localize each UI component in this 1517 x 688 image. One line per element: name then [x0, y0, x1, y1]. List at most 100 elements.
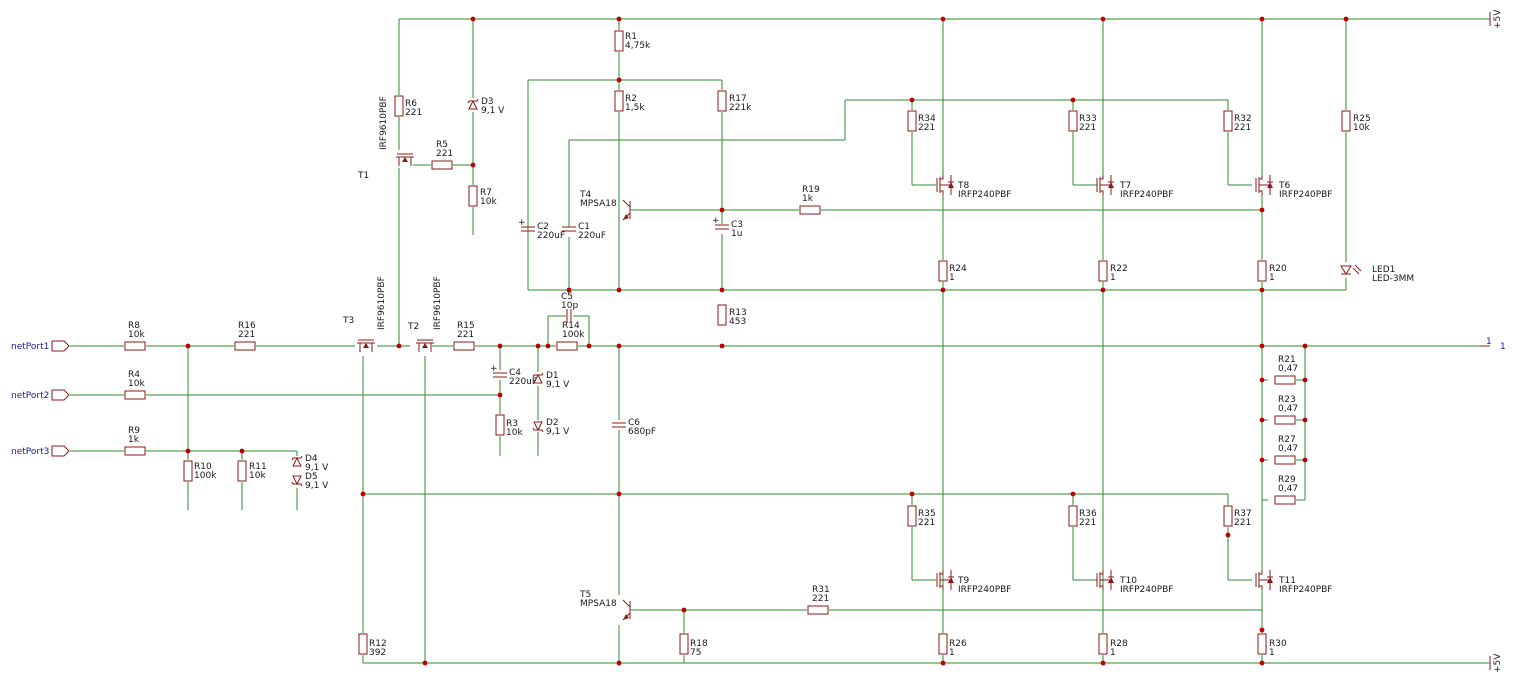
r21-name: R21 [1278, 355, 1296, 365]
resistor-r2 [614, 90, 624, 112]
r16-value: 221 [238, 330, 255, 340]
r11-name: R11 [249, 462, 267, 472]
r29-value: 0,47 [1278, 484, 1298, 494]
r23-value: 0,47 [1278, 404, 1298, 414]
junction-dot [1070, 491, 1076, 497]
junction-dot [396, 343, 402, 349]
r19-value: 1k [802, 194, 814, 204]
c2-name: C2 [537, 222, 549, 232]
r32-name: R32 [1234, 114, 1252, 124]
t8-value: IRFP240PBF [958, 190, 1011, 200]
junction-dot [1259, 287, 1265, 293]
junction-dot [1259, 207, 1265, 213]
d2-name: D2 [546, 418, 559, 428]
port-label-p3: netPort3 [11, 447, 49, 457]
junction-dot [616, 16, 622, 22]
mosfet-t7 [1096, 175, 1114, 195]
junction-dot [1100, 287, 1106, 293]
r12-value: 392 [369, 648, 386, 658]
junction-dot [566, 287, 572, 293]
t8-name: T8 [957, 181, 969, 191]
junction-dot [616, 287, 622, 293]
supply-label-bottom: +5V [1493, 653, 1503, 673]
resistor-r18 [679, 633, 689, 655]
junction-dot [940, 660, 946, 666]
port-label-p2: netPort2 [11, 391, 49, 401]
junction-dot [545, 343, 551, 349]
r29-name: R29 [1278, 475, 1296, 485]
junction-dot [1259, 417, 1265, 423]
junction-dot [909, 491, 915, 497]
d5-name: D5 [305, 472, 318, 482]
r28-value: 1 [1110, 648, 1116, 658]
r2-name: R2 [625, 94, 637, 104]
r27-name: R27 [1278, 435, 1296, 445]
resistor-r12 [358, 633, 368, 655]
t9-value: IRFP240PBF [958, 585, 1011, 595]
r30-value: 1 [1269, 648, 1275, 658]
resistor-r26 [938, 633, 948, 655]
zener-diode-d5 [291, 475, 303, 487]
r7-value: 10k [480, 197, 497, 207]
resistor-r24 [938, 260, 948, 282]
bjt-t5 [622, 599, 631, 621]
junction-dot [586, 343, 592, 349]
mosfet-t8 [936, 175, 954, 195]
junction-dot [1070, 97, 1076, 103]
d2-value: 9,1 V [546, 427, 570, 437]
junction-dot [681, 607, 687, 613]
junction-dot [616, 660, 622, 666]
r20-value: 1 [1269, 273, 1275, 283]
r22-name: R22 [1110, 264, 1128, 274]
c6-name: C6 [628, 418, 640, 428]
resistor-r7 [468, 185, 478, 207]
r3-value: 10k [506, 428, 523, 438]
mosfet-t9 [936, 570, 954, 590]
r26-value: 1 [949, 648, 955, 658]
t3-name: T3 [342, 316, 354, 326]
d3-name: D3 [481, 97, 494, 107]
resistor-r5 [431, 160, 453, 170]
junction-dot [616, 77, 622, 83]
zener-diode-d2 [532, 421, 544, 433]
bjt-t4 [622, 199, 631, 221]
output-label-right: 1 [1500, 342, 1506, 352]
junction-dot [497, 343, 503, 349]
junction-dot [940, 287, 946, 293]
resistor-r19 [799, 205, 821, 215]
t3-value: IRF9610PBF [377, 276, 387, 330]
r9-value: 1k [128, 435, 140, 445]
port-label-p1: netPort1 [11, 342, 49, 352]
r20-name: R20 [1269, 264, 1287, 274]
mosfet-t1 [396, 153, 414, 166]
junction-dot [940, 16, 946, 22]
r31-value: 221 [812, 594, 829, 604]
r34-value: 221 [918, 123, 935, 133]
r1-name: R1 [625, 32, 637, 42]
c5-name: C5 [561, 292, 573, 302]
r25-value: 10k [1353, 123, 1370, 133]
resistor-r25 [1341, 110, 1351, 132]
r10-value: 100k [194, 471, 217, 481]
junction-dot [535, 343, 541, 349]
r21-value: 0,47 [1278, 364, 1298, 374]
r4-name: R4 [128, 370, 140, 380]
junction-dot [497, 392, 503, 398]
junction-dot [1259, 16, 1265, 22]
t5-name: T5 [579, 590, 591, 600]
resistor-r3 [495, 414, 505, 436]
r14-name: R14 [562, 321, 580, 331]
t7-value: IRFP240PBF [1120, 190, 1173, 200]
t9-name: T9 [957, 576, 969, 586]
junction-dot [470, 162, 476, 168]
mosfet-t10 [1096, 570, 1114, 590]
c6-value: 680pF [628, 427, 656, 437]
resistor-r22 [1098, 260, 1108, 282]
r17-value: 221k [729, 103, 752, 113]
resistor-r35 [907, 505, 917, 527]
junction-dot [1259, 343, 1265, 349]
resistor-r17 [717, 90, 727, 112]
capacitor-c5 [566, 309, 572, 323]
r26-name: R26 [949, 639, 967, 649]
mosfet-t2 [416, 339, 434, 352]
